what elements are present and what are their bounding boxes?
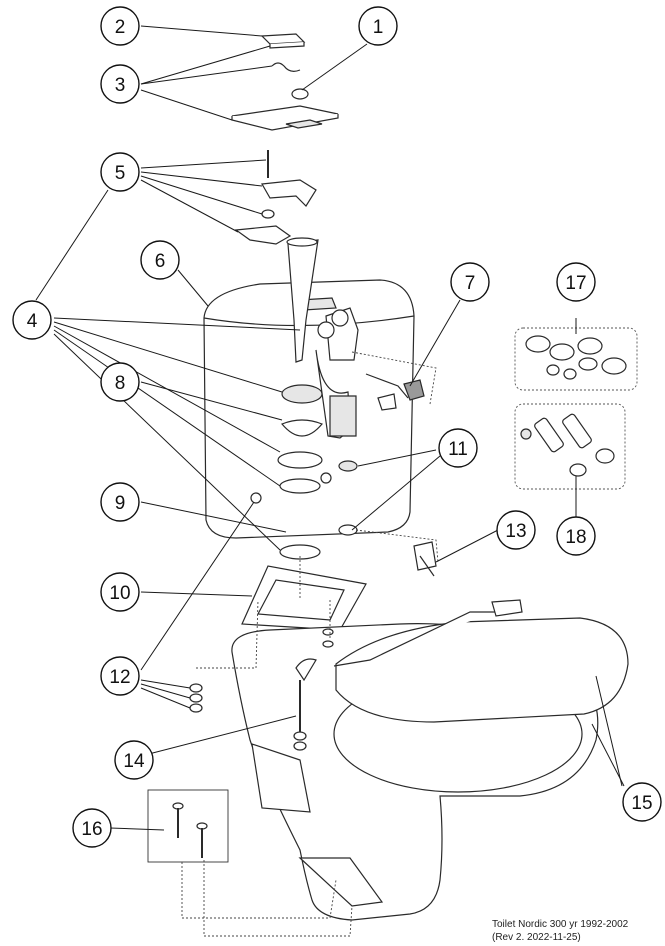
callout-8: 8	[100, 362, 140, 402]
part-seat-lid	[333, 599, 629, 723]
callout-5: 5	[100, 152, 140, 192]
svg-text:17: 17	[565, 273, 586, 294]
svg-text:6: 6	[155, 251, 166, 272]
diagram-caption: Toilet Nordic 300 yr 1992-2002 (Rev 2. 2…	[492, 918, 662, 944]
part-bolts	[189, 628, 334, 751]
part-bracket	[241, 565, 367, 631]
svg-text:9: 9	[115, 493, 126, 514]
callout-15: 15	[622, 782, 662, 822]
svg-text:4: 4	[27, 311, 38, 332]
caption-revision: (Rev 2. 2022-11-25)	[492, 932, 581, 943]
svg-text:14: 14	[123, 751, 145, 772]
callout-4: 4	[12, 300, 52, 340]
callout-14: 14	[114, 740, 154, 780]
svg-text:11: 11	[448, 439, 468, 460]
svg-text:2: 2	[115, 17, 126, 38]
svg-text:18: 18	[565, 527, 586, 548]
callout-2: 2	[100, 6, 140, 46]
part-flush-linkage	[234, 150, 317, 245]
callout-18: 18	[556, 516, 596, 556]
part-caps	[525, 335, 627, 380]
screw-box	[147, 789, 229, 863]
callout-1: 1	[358, 6, 398, 46]
callout-10: 10	[100, 572, 140, 612]
valve-set-box	[514, 403, 626, 490]
callout-9: 9	[100, 482, 140, 522]
svg-text:15: 15	[631, 793, 652, 814]
callout-17: 17	[556, 262, 596, 302]
leader-lines	[35, 25, 625, 831]
svg-text:13: 13	[505, 521, 526, 542]
svg-text:1: 1	[373, 17, 384, 38]
callout-12: 12	[100, 656, 140, 696]
dashed-guides	[181, 351, 439, 937]
part-seals	[250, 460, 358, 536]
svg-text:16: 16	[81, 819, 102, 840]
svg-text:10: 10	[109, 583, 130, 604]
part-valves	[520, 413, 615, 477]
svg-text:5: 5	[115, 163, 126, 184]
callout-6: 6	[140, 240, 180, 280]
part-cistern	[203, 279, 415, 539]
svg-text:8: 8	[115, 373, 126, 394]
part-supply-valve	[413, 541, 437, 577]
callout-16: 16	[72, 808, 112, 848]
svg-text:7: 7	[465, 273, 476, 294]
svg-text:3: 3	[115, 75, 126, 96]
part-flush-top	[231, 33, 339, 131]
svg-text:12: 12	[109, 667, 130, 688]
callout-11: 11	[438, 428, 478, 468]
callout-7: 7	[450, 262, 490, 302]
part-fill-valve	[315, 307, 425, 439]
part-flush-valve	[277, 237, 323, 560]
callout-3: 3	[100, 64, 140, 104]
caption-model: Toilet Nordic 300 yr 1992-2002	[492, 919, 629, 930]
part-screws	[172, 802, 208, 858]
callout-13: 13	[496, 510, 536, 550]
